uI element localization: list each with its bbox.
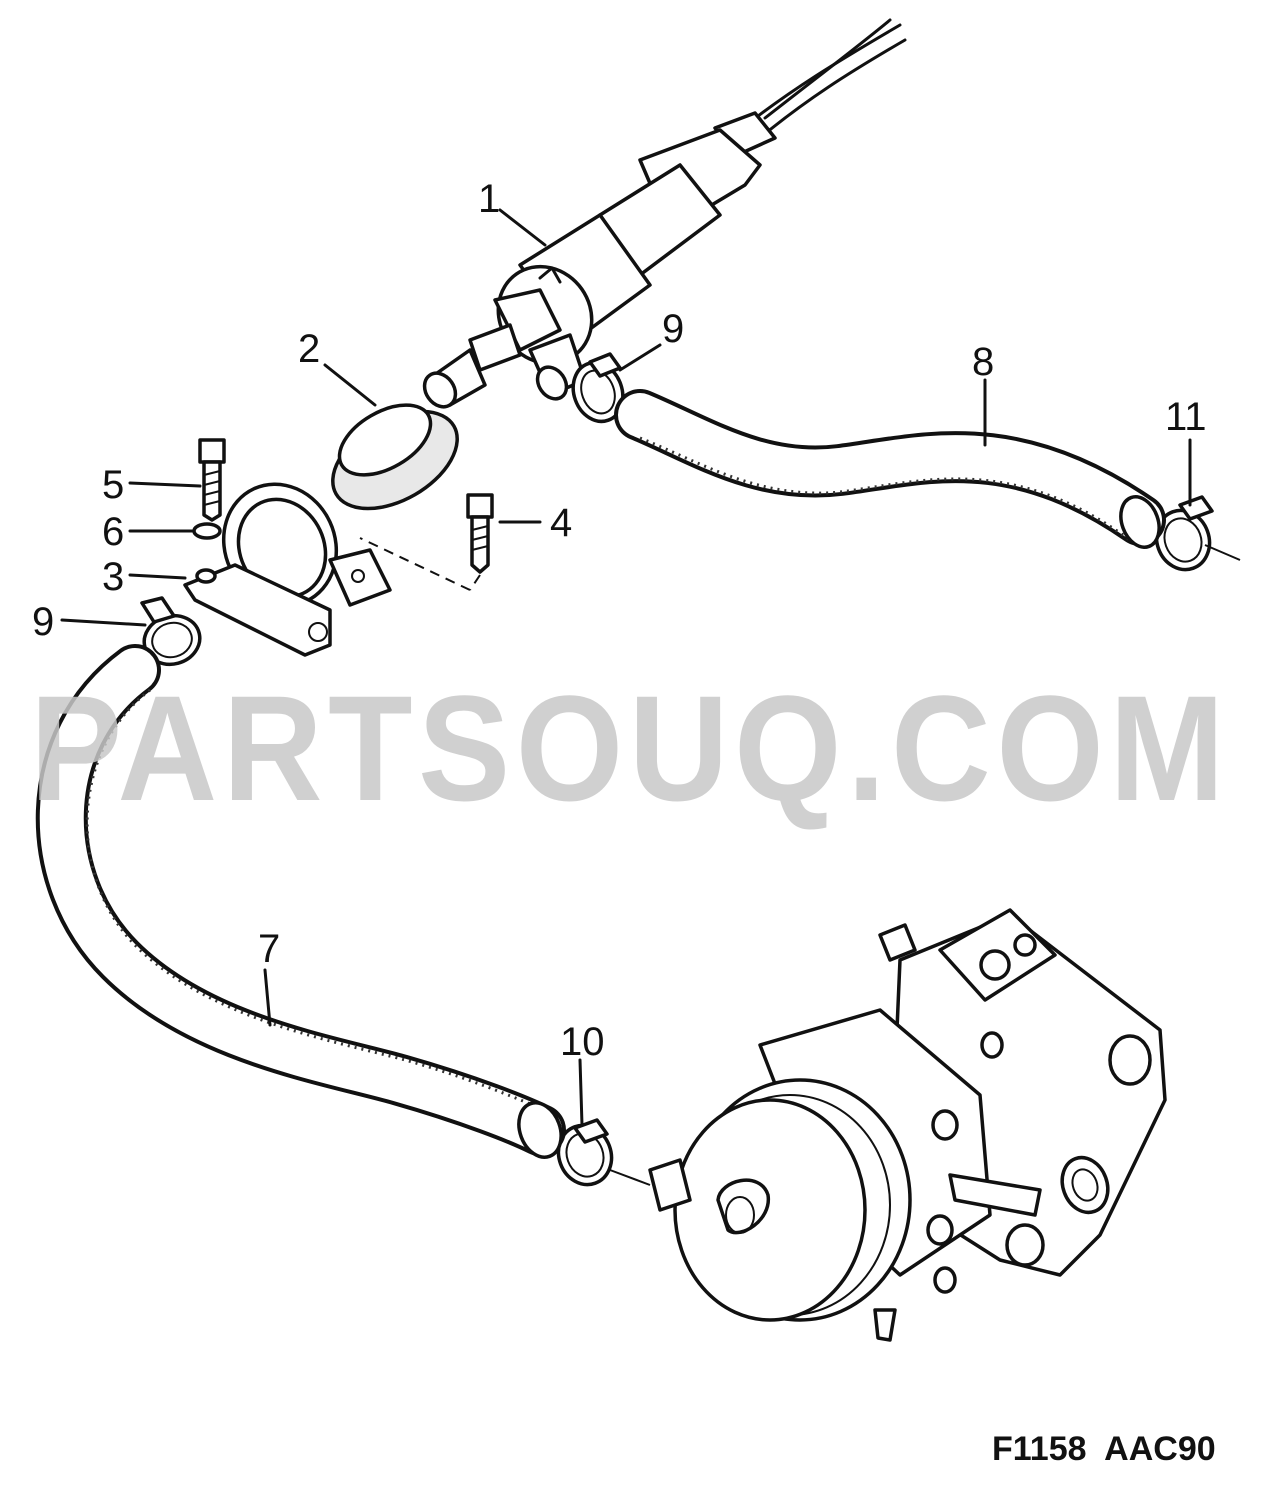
wiring-harness bbox=[713, 18, 907, 158]
figure-code: F1158 AAC90 bbox=[992, 1430, 1216, 1468]
callout-9-upper: 9 bbox=[662, 307, 684, 351]
water-pump-pulley bbox=[609, 1078, 912, 1322]
callout-9-lower: 9 bbox=[32, 600, 54, 644]
callout-2: 2 bbox=[298, 327, 320, 371]
watermark: PARTSOUQ.COM bbox=[30, 664, 1230, 832]
bolt-4 bbox=[359, 493, 494, 591]
hose-clamp-9-upper bbox=[571, 352, 625, 424]
bolt-5 bbox=[198, 438, 226, 522]
hose-8 bbox=[614, 389, 1166, 549]
callout-11: 11 bbox=[1165, 395, 1207, 439]
leader-lines bbox=[60, 208, 1192, 1127]
hose-clamp-9-lower bbox=[140, 596, 202, 667]
rubber-sleeve bbox=[331, 403, 459, 511]
washer-6 bbox=[192, 522, 222, 540]
callout-8: 8 bbox=[972, 340, 994, 384]
callout-10: 10 bbox=[560, 1020, 605, 1064]
callout-3: 3 bbox=[102, 555, 124, 599]
auxiliary-pump bbox=[422, 128, 762, 409]
callout-6: 6 bbox=[102, 510, 124, 554]
mount-hole bbox=[195, 568, 217, 584]
hose-clamp-10 bbox=[556, 1118, 614, 1187]
hose-7 bbox=[35, 644, 566, 1159]
callout-7: 7 bbox=[258, 927, 280, 971]
callout-labels: 1 2 3 4 5 6 7 8 9 9 10 11 bbox=[32, 177, 1207, 1064]
hose-clamp-11 bbox=[1154, 495, 1241, 572]
mounting-bracket bbox=[183, 482, 392, 657]
callout-5: 5 bbox=[102, 463, 124, 507]
callout-1: 1 bbox=[478, 177, 500, 221]
callout-4: 4 bbox=[550, 501, 572, 545]
